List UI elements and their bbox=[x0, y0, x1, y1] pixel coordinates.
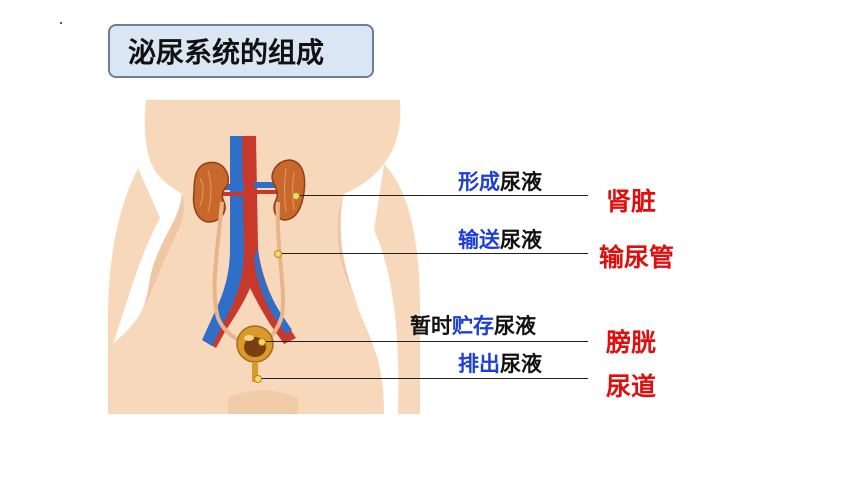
function-highlight: 形成 bbox=[458, 170, 500, 194]
torso-shade-right bbox=[337, 194, 372, 346]
groin-shade bbox=[228, 390, 298, 414]
organ-label-ureter: 输尿管 bbox=[599, 243, 675, 272]
function-label-store: 暂时贮存尿液 bbox=[410, 310, 536, 340]
left-arm bbox=[108, 168, 160, 358]
right-kidney bbox=[271, 159, 306, 221]
leader-pin-bladder bbox=[258, 338, 266, 346]
function-highlight: 排出 bbox=[458, 352, 500, 376]
vena-cava-right bbox=[254, 248, 292, 334]
page-title-text: 泌尿系统的组成 bbox=[128, 36, 325, 69]
function-label-transport: 输送尿液 bbox=[458, 224, 542, 254]
function-highlight: 贮存 bbox=[452, 314, 494, 338]
renal-artery-right bbox=[254, 182, 280, 188]
function-prefix: 暂时 bbox=[410, 314, 452, 338]
function-rest: 尿液 bbox=[500, 170, 542, 194]
left-kidney-texture bbox=[199, 169, 212, 213]
stray-dot bbox=[60, 22, 62, 24]
leader-line-ureter bbox=[278, 253, 588, 254]
urinary-system-illustration bbox=[108, 100, 420, 414]
leader-pin-ureter bbox=[274, 250, 282, 258]
leader-pin-kidney bbox=[292, 192, 300, 200]
urethra bbox=[252, 362, 258, 382]
organ-label-bladder: 膀胱 bbox=[606, 328, 657, 357]
organ-label-urethra: 尿道 bbox=[606, 372, 657, 401]
renal-artery-left bbox=[218, 184, 244, 190]
leader-line-urethra bbox=[258, 378, 588, 379]
leader-line-kidney bbox=[296, 195, 588, 196]
page-title: 泌尿系统的组成 bbox=[108, 24, 374, 78]
function-label-excrete: 排出尿液 bbox=[458, 348, 542, 378]
leader-line-bladder bbox=[262, 341, 588, 342]
bladder-highlight bbox=[244, 335, 254, 341]
aorta bbox=[206, 136, 296, 348]
function-rest: 尿液 bbox=[500, 352, 542, 376]
function-rest: 尿液 bbox=[494, 314, 536, 338]
torso-shade-left bbox=[142, 194, 185, 310]
function-highlight: 输送 bbox=[458, 228, 500, 252]
function-rest: 尿液 bbox=[500, 228, 542, 252]
leader-pin-urethra bbox=[254, 375, 262, 383]
function-label-form: 形成尿液 bbox=[458, 166, 542, 196]
renal-vein-left bbox=[220, 192, 244, 196]
renal-vein-right bbox=[254, 190, 280, 194]
right-kidney-texture bbox=[284, 167, 295, 213]
organ-label-kidney: 肾脏 bbox=[606, 187, 657, 216]
right-arm bbox=[374, 164, 420, 414]
